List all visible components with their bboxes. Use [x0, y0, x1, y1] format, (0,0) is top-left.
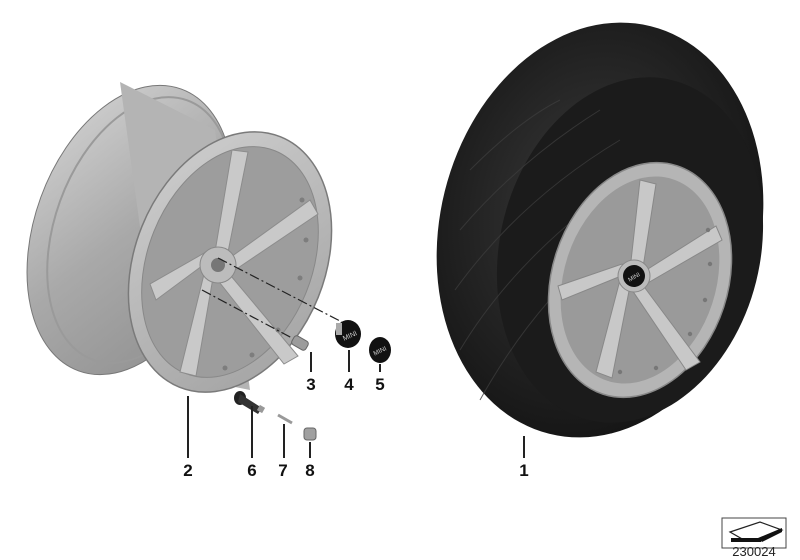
part-label-5[interactable]: 5 — [375, 375, 385, 394]
leader-line-2 — [187, 396, 189, 458]
leader-line-8 — [309, 442, 311, 458]
svg-text:MINI: MINI — [628, 272, 642, 284]
valve-insert — [277, 413, 293, 425]
reference-number: 230024 — [732, 544, 776, 559]
valve-cap — [303, 427, 317, 441]
wheel-bolt — [291, 335, 309, 351]
leader-line-4 — [348, 350, 350, 372]
part-label-8[interactable]: 8 — [305, 461, 315, 480]
part-label-7[interactable]: 7 — [278, 461, 288, 480]
emblem: MINI — [369, 337, 391, 363]
leader-line-5 — [379, 364, 381, 372]
part-label-2[interactable]: 2 — [183, 461, 193, 480]
valve — [234, 391, 266, 414]
part-label-1[interactable]: 1 — [519, 461, 529, 480]
part-label-4[interactable]: 4 — [344, 375, 354, 394]
part-label-3[interactable]: 3 — [306, 375, 316, 394]
hub-cap: MINI — [335, 320, 361, 348]
complete-wheel: MINI — [436, 22, 764, 438]
leader-line-7 — [283, 424, 285, 458]
leader-line-3 — [310, 352, 312, 372]
leader-line-1 — [523, 436, 525, 458]
leader-line-6 — [251, 406, 253, 458]
part-label-6[interactable]: 6 — [247, 461, 257, 480]
arrow-down-left-icon — [721, 517, 787, 549]
